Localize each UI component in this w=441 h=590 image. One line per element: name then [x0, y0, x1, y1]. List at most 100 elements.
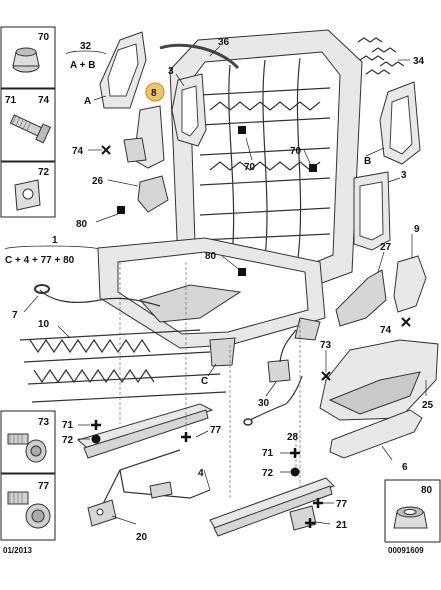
- inset-label-72: 72: [38, 167, 50, 178]
- inset-box-73[interactable]: 73: [0, 410, 56, 474]
- callout-70-b: 70: [290, 146, 302, 157]
- bolt-77-icon: [7, 491, 51, 529]
- inset-box-70[interactable]: 70: [0, 26, 56, 89]
- callout-74-left: 74: [72, 146, 84, 157]
- callout-6: 6: [402, 462, 408, 473]
- kit-32: 32 A + B: [65, 41, 107, 71]
- clip-72-icon: [14, 179, 41, 211]
- cover-27[interactable]: [335, 269, 387, 327]
- inset-label-73: 73: [38, 417, 50, 428]
- inset-label-71: 71: [5, 95, 17, 106]
- callout-C: C: [201, 376, 208, 387]
- callout-3-right: 3: [401, 170, 407, 181]
- callout-7: 7: [12, 310, 18, 321]
- bracket-8[interactable]: [123, 105, 165, 169]
- callout-25: 25: [422, 400, 434, 411]
- inset-box-80[interactable]: 80: [384, 479, 441, 543]
- marker-70b: [309, 164, 317, 172]
- callout-26: 26: [92, 176, 104, 187]
- callout-20: 20: [136, 532, 148, 543]
- side-panel-B[interactable]: [379, 81, 421, 165]
- seat-back-frame[interactable]: [159, 29, 363, 284]
- callout-3-left: 3: [168, 66, 174, 77]
- callout-72-left: 72: [62, 435, 74, 446]
- inset-label-77: 77: [38, 481, 50, 492]
- callout-70-a: 70: [244, 162, 256, 173]
- marker-dot-72a: [91, 434, 101, 444]
- callout-27: 27: [380, 242, 392, 253]
- callout-80-left: 80: [76, 219, 88, 230]
- marker-dot-72b: [290, 467, 300, 477]
- callout-71-right: 71: [262, 448, 274, 459]
- callout-8-badge: 8: [145, 82, 165, 102]
- footer-code: 00091609: [388, 546, 424, 555]
- callout-34: 34: [413, 56, 425, 67]
- marker-plus-71a: [91, 420, 101, 430]
- rail-C-right[interactable]: [209, 477, 335, 537]
- nut-70-icon: [12, 47, 40, 73]
- callout-4: 4: [198, 468, 204, 479]
- nut-80-icon: [393, 506, 428, 529]
- cover-26[interactable]: [137, 175, 169, 213]
- bracket-20[interactable]: [87, 499, 117, 527]
- callout-71-left: 71: [62, 420, 74, 431]
- callout-21: 21: [336, 520, 348, 531]
- seat-cushion-frame[interactable]: [97, 206, 326, 367]
- kit-1: 1 C + 4 + 77 + 80: [4, 235, 99, 266]
- marker-cross-74a: [101, 145, 111, 155]
- assembly-guide-lines: [119, 262, 301, 500]
- towel-bar-4[interactable]: [99, 449, 211, 511]
- inset-label-70: 70: [38, 32, 50, 43]
- springs-34[interactable]: [357, 37, 405, 75]
- callout-77-lower: 77: [336, 499, 348, 510]
- callout-74-right: 74: [380, 325, 392, 336]
- inset-box-71-74[interactable]: 71 74: [0, 88, 56, 162]
- bolt-71-icon: [9, 114, 52, 144]
- side-panel-3-right[interactable]: [353, 171, 391, 251]
- marker-70a: [238, 126, 246, 134]
- inset-box-77[interactable]: 77: [0, 473, 56, 541]
- cable-30[interactable]: [267, 329, 297, 383]
- kit-32-number: 32: [80, 41, 92, 52]
- marker-plus-71b: [290, 448, 300, 458]
- marker-cross-74b: [401, 317, 411, 327]
- inset-label-74: 74: [38, 95, 50, 106]
- side-trim-25[interactable]: [319, 339, 439, 421]
- side-panel-3-left[interactable]: [171, 73, 207, 147]
- callout-72-right: 72: [262, 468, 274, 479]
- side-trim-6[interactable]: [329, 409, 423, 459]
- inset-label-80: 80: [421, 485, 433, 496]
- callout-B: B: [364, 156, 371, 167]
- marker-80a: [117, 206, 125, 214]
- cable-7[interactable]: [34, 284, 161, 307]
- callout-80-center: 80: [205, 251, 217, 262]
- handle-9[interactable]: [393, 255, 427, 313]
- marker-plus-77b: [313, 498, 323, 508]
- marker-80b: [238, 268, 246, 276]
- marker-cross-73: [321, 371, 331, 381]
- leader-lines: [23, 45, 427, 525]
- kit-32-formula: A + B: [70, 60, 95, 71]
- marker-plus-21: [305, 518, 315, 528]
- callout-36: 36: [218, 37, 230, 48]
- callout-77-upper: 77: [210, 425, 222, 436]
- cable-28[interactable]: [243, 375, 303, 426]
- callout-9: 9: [414, 224, 420, 235]
- spring-mat-10[interactable]: [19, 329, 227, 403]
- kit-1-formula: C + 4 + 77 + 80: [5, 255, 75, 266]
- inset-box-72[interactable]: 72: [0, 161, 56, 218]
- screw-73-icon: [7, 433, 47, 463]
- callout-10: 10: [38, 319, 50, 330]
- callout-8: 8: [151, 88, 157, 99]
- marker-plus-77a: [181, 432, 191, 442]
- kit-1-number: 1: [52, 235, 58, 246]
- side-panel-A[interactable]: [99, 31, 147, 109]
- callout-73: 73: [320, 340, 332, 351]
- bracket-21[interactable]: [289, 505, 317, 531]
- callout-A: A: [84, 96, 91, 107]
- callout-labels: 36 3 8 A 74 34 B 3 70 70 26 80 80 9 27 7…: [12, 37, 434, 543]
- footer-date: 01/2013: [3, 546, 32, 555]
- callout-30: 30: [258, 398, 270, 409]
- rail-C-left[interactable]: [76, 403, 214, 459]
